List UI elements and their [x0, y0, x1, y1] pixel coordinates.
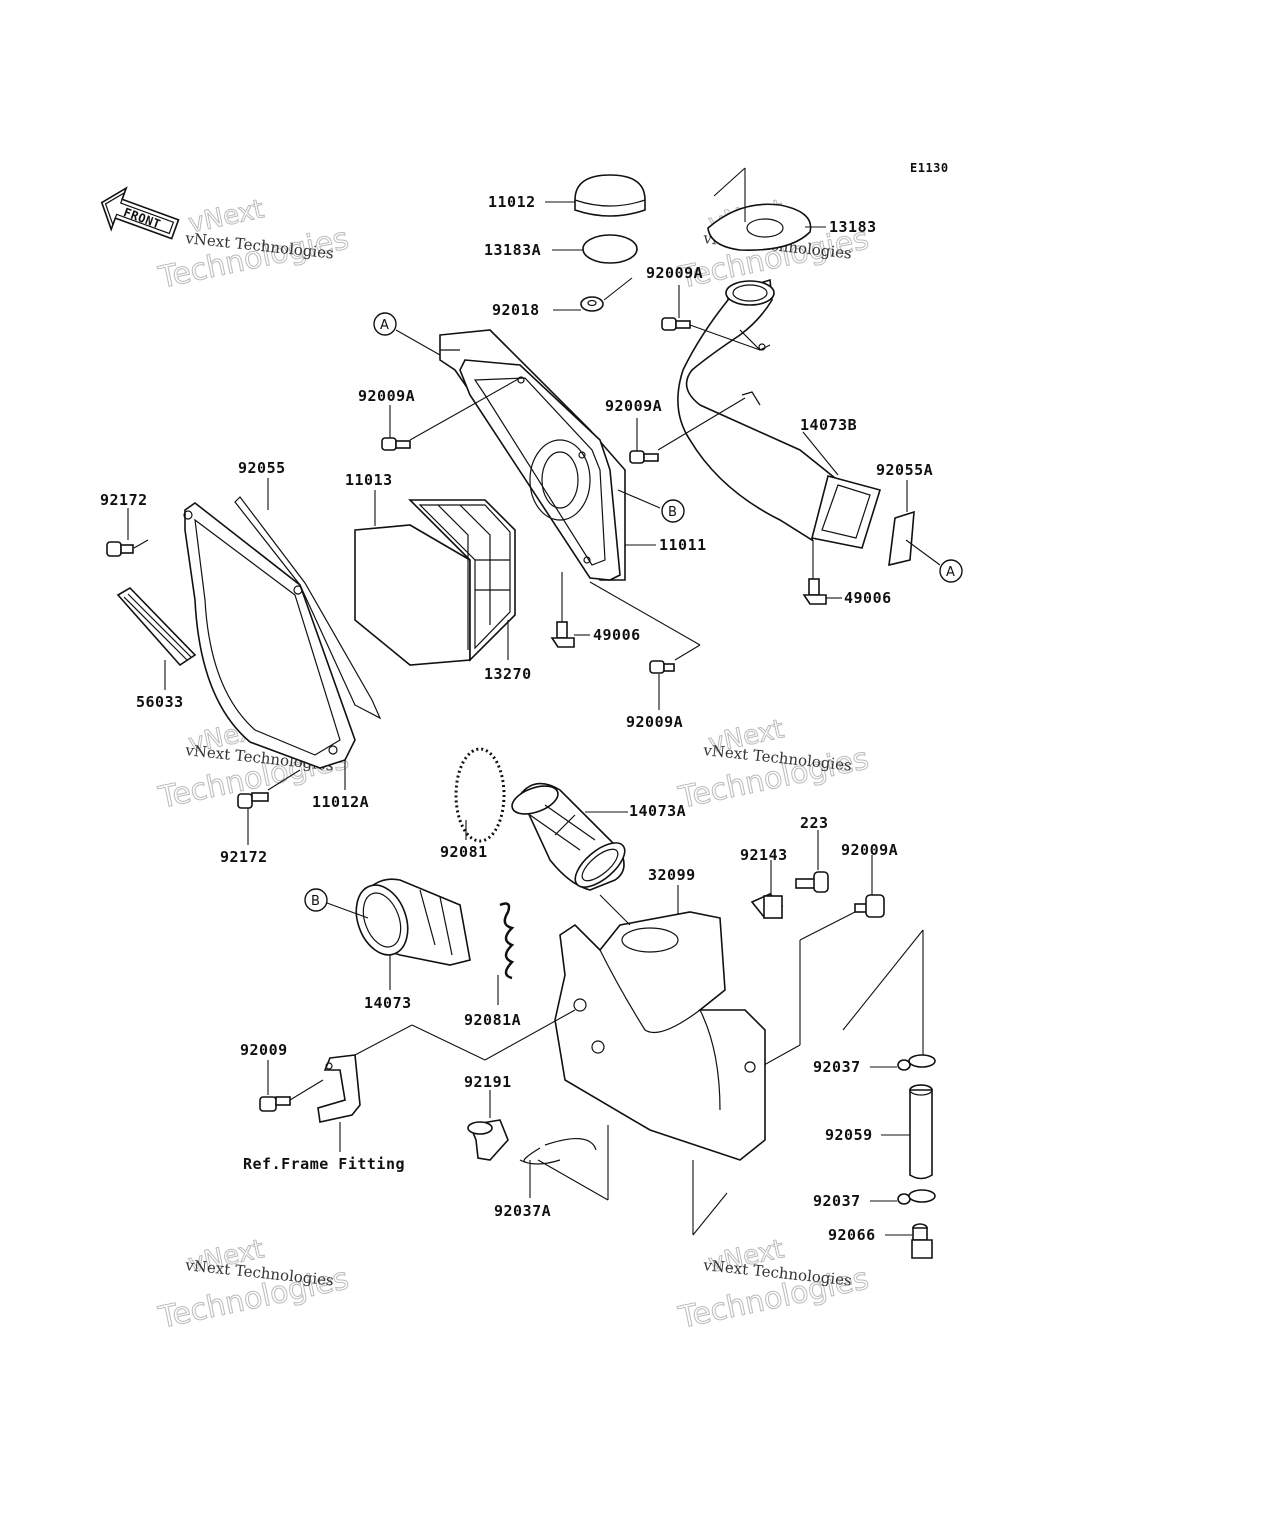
plug-part[interactable]	[911, 1223, 933, 1259]
part-label: 92172	[220, 848, 268, 866]
bolt-icon[interactable]	[661, 317, 691, 331]
part-label: 14073	[364, 994, 412, 1012]
bracket-part[interactable]	[317, 1054, 361, 1123]
part-label: 14073B	[800, 416, 857, 434]
part-label: 32099	[648, 866, 696, 884]
bolt-icon[interactable]	[259, 1096, 291, 1112]
diagram-code: E1130	[910, 161, 949, 175]
callout-b-bottom	[304, 888, 328, 912]
bolt-icon[interactable]	[629, 450, 659, 464]
screw-icon[interactable]	[795, 871, 829, 893]
part-label: 92009A	[358, 387, 415, 405]
callout-label: B	[668, 505, 677, 520]
spring-clamp-part[interactable]	[454, 747, 506, 843]
part-label: 13183A	[484, 241, 541, 259]
part-label: 49006	[593, 626, 641, 644]
air-box-part[interactable]	[439, 329, 626, 581]
clip-part[interactable]	[802, 578, 827, 605]
part-label: 92009A	[841, 841, 898, 859]
callout-label: B	[311, 894, 320, 909]
part-label: 92143	[740, 846, 788, 864]
side-cover-part[interactable]	[183, 502, 356, 769]
clip-part[interactable]	[550, 621, 575, 648]
part-label: 92081A	[464, 1011, 521, 1029]
resonator-box-part[interactable]	[554, 911, 766, 1161]
callout-a-right	[939, 559, 963, 583]
bolt-icon[interactable]	[381, 437, 411, 451]
elbow-fitting-part[interactable]	[467, 1119, 509, 1161]
callout-b-top	[661, 499, 685, 523]
gasket-part[interactable]	[888, 510, 915, 567]
filter-element-part[interactable]	[354, 499, 516, 666]
part-label: 92081	[440, 843, 488, 861]
plate-part[interactable]	[582, 234, 638, 264]
part-label: 92009A	[605, 397, 662, 415]
part-label: 56033	[136, 693, 184, 711]
callout-label: A	[380, 318, 389, 333]
part-label: 92055A	[876, 461, 933, 479]
collar-part[interactable]	[750, 893, 784, 919]
part-label: 49006	[844, 589, 892, 607]
part-label: 11011	[659, 536, 707, 554]
bolt-icon[interactable]	[106, 541, 134, 557]
part-label: 13270	[484, 665, 532, 683]
bolt-icon[interactable]	[649, 660, 675, 674]
part-label: 92018	[492, 301, 540, 319]
duct-tube-part[interactable]	[677, 278, 882, 549]
decal-part[interactable]	[116, 586, 197, 667]
part-label: 92055	[238, 459, 286, 477]
part-label: 92009A	[646, 264, 703, 282]
part-label: 11012A	[312, 793, 369, 811]
washer-part[interactable]	[580, 296, 604, 312]
part-label: 92037	[813, 1058, 861, 1076]
bolt-icon[interactable]	[237, 792, 269, 809]
part-label: 92172	[100, 491, 148, 509]
part-label: 92037A	[494, 1202, 551, 1220]
part-label: 223	[800, 814, 829, 832]
part-label: 11012	[488, 193, 536, 211]
part-label: 92066	[828, 1226, 876, 1244]
hose-part[interactable]	[909, 1084, 933, 1180]
callout-a-left	[373, 312, 397, 336]
part-label: 92059	[825, 1126, 873, 1144]
part-label: 92009A	[626, 713, 683, 731]
part-label: 92191	[464, 1073, 512, 1091]
reference-note: Ref.Frame Fitting	[243, 1155, 405, 1173]
callout-label: A	[946, 565, 955, 580]
spring-part[interactable]	[499, 902, 515, 980]
inlet-duct-part[interactable]	[347, 878, 471, 966]
hose-clamp-part[interactable]	[519, 1138, 597, 1165]
intake-boot-part[interactable]	[508, 781, 632, 895]
part-label: 92009	[240, 1041, 288, 1059]
gasket-part[interactable]	[234, 496, 382, 720]
part-label: 13183	[829, 218, 877, 236]
duct-plate-part[interactable]	[707, 203, 812, 251]
hose-clamp-part[interactable]	[897, 1189, 936, 1205]
part-label: 11013	[345, 471, 393, 489]
cap-part[interactable]	[574, 174, 646, 217]
hose-clamp-part[interactable]	[897, 1054, 936, 1071]
bolt-icon[interactable]	[854, 894, 885, 918]
part-label: 14073A	[629, 802, 686, 820]
part-label: 92037	[813, 1192, 861, 1210]
front-arrow-icon: FRONT	[100, 186, 180, 240]
